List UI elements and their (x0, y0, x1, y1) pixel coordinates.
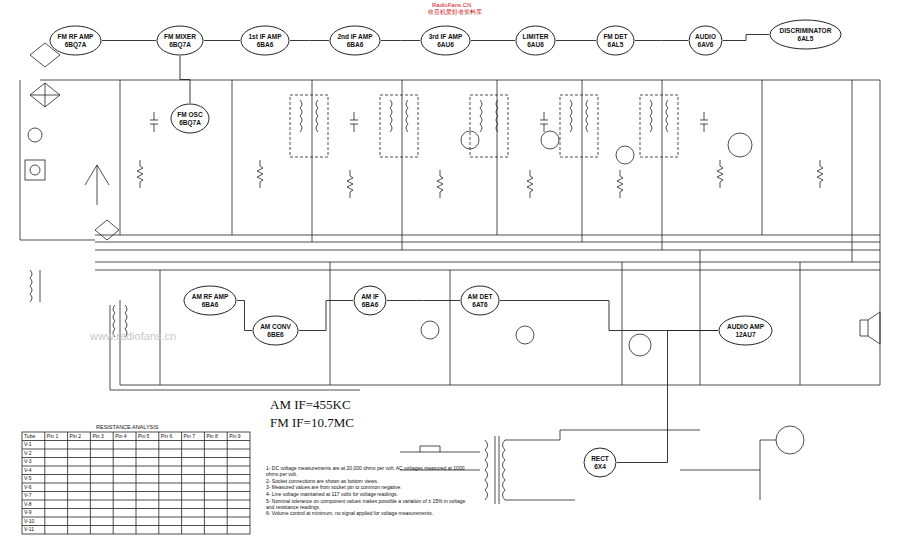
table-title: RESISTANCE ANALYSIS (96, 424, 158, 430)
if-frequency: AM IF=455KC (270, 398, 351, 413)
stage-name: DISCRIMINATOR (780, 27, 832, 34)
table-cell: V-4 (24, 468, 32, 474)
table-cell: V-2 (24, 451, 32, 457)
source-mark: 收音机爱好者资料库 (428, 9, 482, 16)
signal-wire (381, 40, 420, 41)
tube-envelope: AM RF AMP6BA6 (183, 285, 237, 316)
signal-wire (723, 35, 769, 41)
signal-wire (471, 40, 515, 41)
table-cell: Tube (24, 434, 35, 440)
tube-type: 6X4 (594, 463, 606, 470)
if-frequency: FM IF=10.7MC (270, 416, 354, 431)
table-cell: Pin 9 (229, 434, 240, 440)
table-cell: Pin 3 (92, 434, 103, 440)
signal-wire (556, 40, 596, 41)
table-cell: V-5 (24, 476, 32, 482)
tube-envelope: 3rd IF AMP6AU6 (420, 25, 471, 56)
table-cell: Pin 6 (161, 434, 172, 440)
service-note: 6- Volume control at minimum, no signal … (266, 511, 471, 517)
stage-name: FM DET (603, 33, 627, 40)
table-cell: V-8 (24, 502, 32, 508)
service-note: 5- Nominal tolerance on component values… (266, 499, 471, 511)
tube-envelope: AUDIO AMP12AU7 (718, 315, 773, 346)
tube-type: 6AL5 (608, 41, 624, 48)
source-mark: RadioFans.CN (432, 2, 471, 9)
table-cell: Pin 1 (47, 434, 58, 440)
service-note: 3- Measured values are from socket pin t… (266, 485, 471, 491)
tube-envelope: FM MIXER6BQ7A (156, 25, 204, 56)
tube-envelope: FM RF AMP6BQ7A (49, 25, 102, 56)
stage-name: RECT (591, 455, 609, 462)
table-cell: Pin 7 (184, 434, 195, 440)
tube-type: 6AT6 (472, 301, 487, 308)
tube-envelope: AM DET6AT6 (460, 285, 500, 316)
signal-wire (387, 300, 460, 301)
tube-envelope: 1st IF AMP6BA6 (240, 25, 290, 56)
service-note: 4- Line voltage maintained at 117 volts … (266, 492, 471, 498)
tube-type: 6AV6 (698, 41, 714, 48)
stage-name: AM CONV (260, 323, 291, 330)
tube-type: 6AU6 (437, 41, 454, 48)
tube-type: 6BA6 (257, 41, 274, 48)
signal-wire (237, 301, 252, 331)
table-cell: Pin 2 (70, 434, 81, 440)
table-cell: V-7 (24, 493, 32, 499)
stage-name: FM OSC (177, 111, 202, 118)
stage-name: AUDIO AMP (727, 323, 764, 330)
signal-wire (290, 40, 329, 41)
table-cell: Pin 5 (138, 434, 149, 440)
signal-wire (204, 40, 240, 41)
stage-name: FM RF AMP (58, 33, 94, 40)
signal-wire (299, 301, 353, 331)
tube-envelope: 2nd IF AMP6BA6 (329, 25, 381, 56)
table-cell: V-11 (24, 527, 34, 533)
table-cell: Pin 8 (206, 434, 217, 440)
tube-type: 6BE6 (267, 331, 283, 338)
stage-name: FM MIXER (164, 33, 196, 40)
signal-wire (180, 56, 190, 103)
stage-name: AM DET (468, 293, 493, 300)
watermark: www.radiofans.cn (90, 330, 176, 343)
tube-type: 6BA6 (347, 41, 364, 48)
tube-type: 6BQ7A (65, 41, 87, 48)
tube-type: 6AU6 (527, 41, 544, 48)
tube-envelope: FM DET6AL5 (596, 25, 635, 56)
tube-type: 6BQ7A (179, 119, 201, 126)
tube-type: 6BA6 (362, 301, 379, 308)
table-cell: V-6 (24, 485, 32, 491)
signal-wire (500, 301, 718, 331)
tube-envelope: DISCRIMINATOR6AL5 (769, 19, 842, 50)
stage-name: 1st IF AMP (249, 33, 282, 40)
stage-name: AM RF AMP (192, 293, 229, 300)
tube-type: 6AL5 (798, 35, 814, 42)
stage-name: 3rd IF AMP (429, 33, 463, 40)
service-note: 1- DC voltage measurements are at 20,000… (266, 466, 471, 478)
table-cell: V-1 (24, 442, 32, 448)
stage-name: AM IF (361, 293, 379, 300)
stage-name: 2nd IF AMP (337, 33, 372, 40)
table-cell: Pin 4 (115, 434, 126, 440)
stage-name: LIMITER (523, 33, 549, 40)
tube-envelope: AM CONV6BE6 (252, 315, 299, 346)
tube-envelope: FM OSC6BQ7A (170, 103, 210, 134)
table-cell: V-3 (24, 459, 32, 465)
tube-envelope: LIMITER6AU6 (515, 25, 556, 56)
stage-name: AUDIO (695, 33, 716, 40)
tube-type: 6BA6 (202, 301, 219, 308)
signal-wire (617, 331, 718, 463)
service-note: 2- Socket connections are shown as botto… (266, 479, 471, 485)
signal-wire (635, 40, 688, 41)
tube-type: 12AU7 (735, 331, 755, 338)
tube-envelope: AM IF6BA6 (353, 285, 387, 316)
tube-type: 6BQ7A (169, 41, 191, 48)
signal-wire (102, 40, 156, 41)
table-cell: V-9 (24, 510, 32, 516)
notes-block: 1- DC voltage measurements are at 20,000… (266, 466, 471, 518)
table-cell: V-10 (24, 519, 34, 525)
tube-envelope: RECT6X4 (583, 447, 617, 478)
tube-envelope: AUDIO6AV6 (688, 25, 723, 56)
